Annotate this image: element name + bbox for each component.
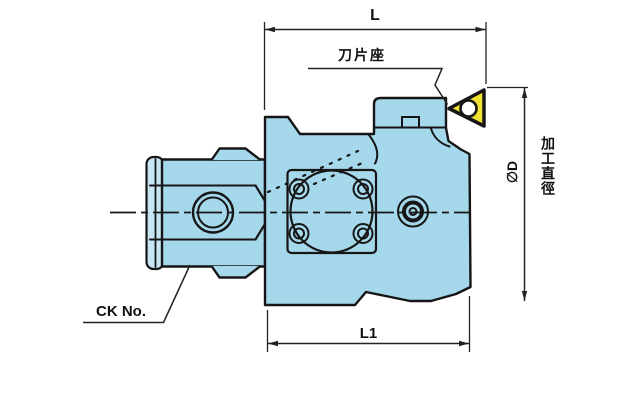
shank-flat-lines <box>149 184 257 241</box>
insert-seat-leader <box>308 67 449 105</box>
dimension-L-label: L <box>370 7 380 24</box>
part-number-label: CK No. <box>96 303 146 320</box>
body-outline <box>263 96 472 307</box>
ck-no-leader <box>83 264 191 324</box>
insert-screw-hole <box>459 99 478 118</box>
dimension-L <box>263 22 487 110</box>
set-screw <box>397 195 429 228</box>
dimension-D <box>487 86 528 301</box>
dimension-L1 <box>266 296 471 352</box>
flange-bore <box>289 169 374 254</box>
shank-key-top <box>210 147 262 161</box>
insert-seat-label: 刀片座 <box>338 47 386 63</box>
dimension-L1-label: L1 <box>359 325 378 342</box>
pocket-curve-left <box>368 134 379 165</box>
hidden-line-1 <box>266 149 360 194</box>
machining-diameter-label: 加工直徑 <box>540 136 556 196</box>
pocket-curve-right <box>430 127 451 148</box>
insert <box>447 88 486 128</box>
holder-step-tab <box>401 116 420 128</box>
bolt-holes <box>288 178 374 244</box>
main-body <box>263 96 472 307</box>
diameter-label: ∅D <box>504 160 520 184</box>
shank-key-bottom <box>210 265 262 279</box>
